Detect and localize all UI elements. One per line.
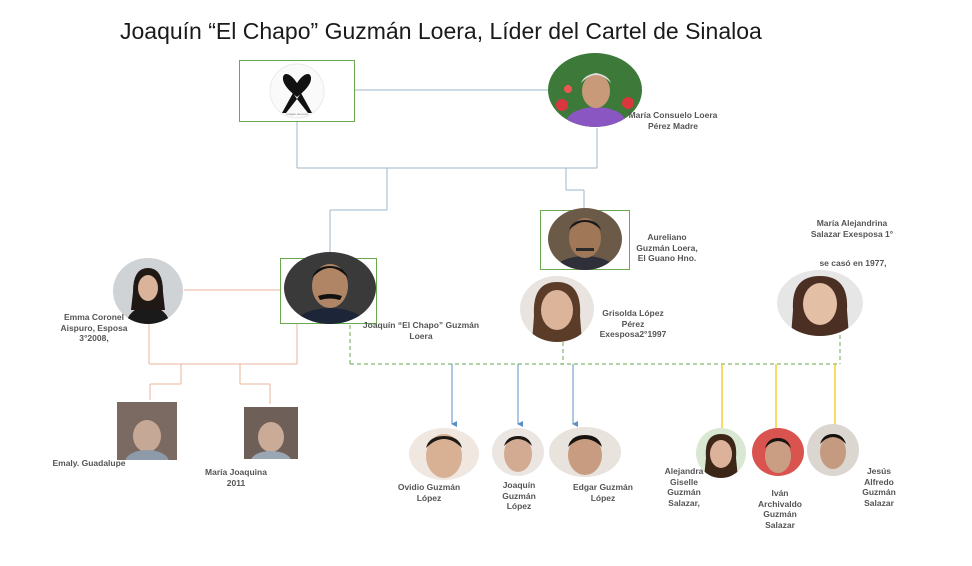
griselda-children-connector (451, 364, 578, 427)
ovidio-photo (409, 428, 479, 480)
brother-photo (548, 208, 622, 270)
mother-label: María Consuelo Loera Pérez Madre (628, 110, 718, 131)
parents-connector (296, 89, 598, 254)
ribbon-caption: imagen·de·Luto (286, 112, 308, 116)
griselda-label: Grisolda López Pérez Exesposa2°1997 (599, 308, 667, 340)
alejandra-label: Alejandra Giselle Guzmán Salazar, (664, 466, 704, 508)
ivan-label: Iván Archivaldo Guzmán Salazar (758, 488, 802, 530)
mother-photo (548, 53, 642, 127)
alejandrina-children-connector (721, 364, 836, 428)
jesus-label: Jesús Alfredo Guzmán Salazar (862, 466, 896, 508)
black-ribbon-icon (269, 63, 325, 119)
emaly-label: Emaly. Guadalupe (52, 458, 126, 468)
emma-label: Emma Coronel Aispuro, Esposa 3°2008, (60, 312, 128, 344)
page-title: Joaquín “El Chapo” Guzmán Loera, Líder d… (120, 18, 762, 44)
griselda-photo (520, 276, 594, 342)
alejandrina-label: María Alejandrina Salazar Exesposa 1° (810, 218, 894, 239)
emma-connector (148, 289, 298, 404)
father-box: imagen·de·Luto (239, 60, 355, 122)
edgar-label: Edgar Guzmán López (573, 482, 633, 503)
maria-joaquina-note: 2011 (226, 478, 246, 488)
chapo-label: Joaquín “El Chapo” Guzmán Loera (362, 320, 480, 341)
ovidio-label: Ovidio Guzmán López (397, 482, 461, 503)
maria-joaquina-label: María Joaquina (205, 467, 267, 477)
chapo-photo (284, 252, 376, 324)
emma-photo (113, 258, 183, 324)
alejandrina-note: se casó en 1977, (819, 258, 887, 268)
brother-label: Aureliano Guzmán Loera, El Guano Hno. (636, 232, 698, 264)
alejandrina-photo (777, 270, 863, 336)
maria-joaquina-photo (244, 407, 298, 459)
alejandra-photo (696, 428, 746, 478)
joaquin-jr-label: Joaquín Guzmán López (502, 480, 536, 512)
jesus-photo (807, 424, 859, 476)
joaquin-jr-photo (492, 428, 544, 476)
emaly-photo (117, 402, 177, 460)
edgar-photo (549, 427, 621, 477)
ivan-photo (752, 428, 804, 476)
dashed-connector (349, 318, 841, 365)
